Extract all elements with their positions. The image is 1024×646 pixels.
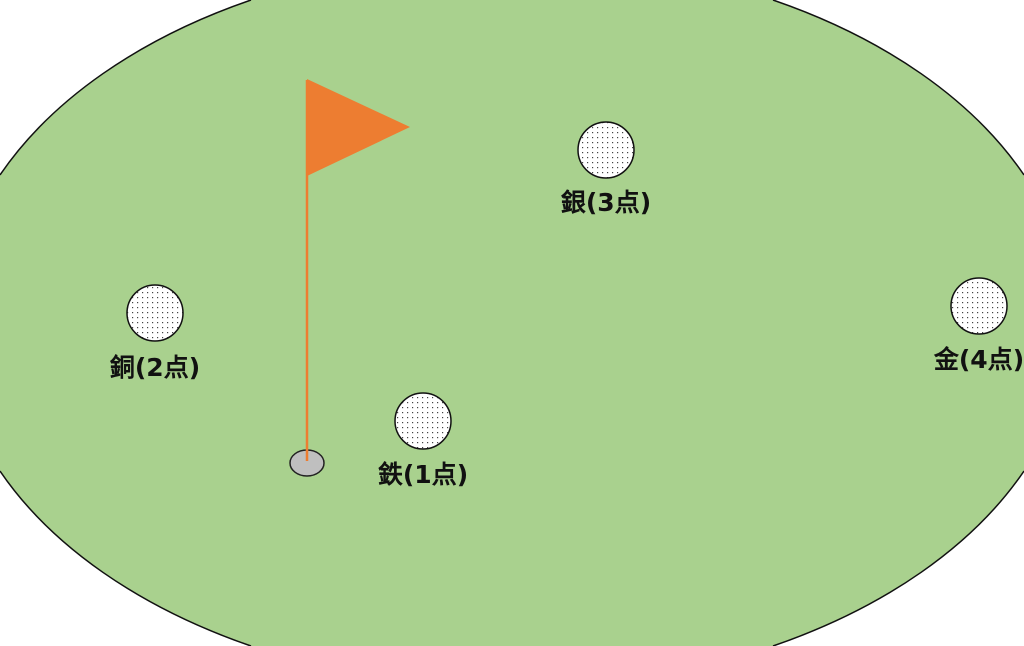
ball-iron [394,392,452,450]
ball-silver [577,121,635,179]
flag [307,79,410,176]
label-iron: 鉄(1点) [377,460,469,489]
label-copper: 銅(2点) [109,353,201,382]
ball-copper [126,284,184,342]
label-silver: 銀(3点) [560,188,652,217]
label-gold: 金(4点) [933,345,1024,374]
ball-gold [950,277,1008,335]
